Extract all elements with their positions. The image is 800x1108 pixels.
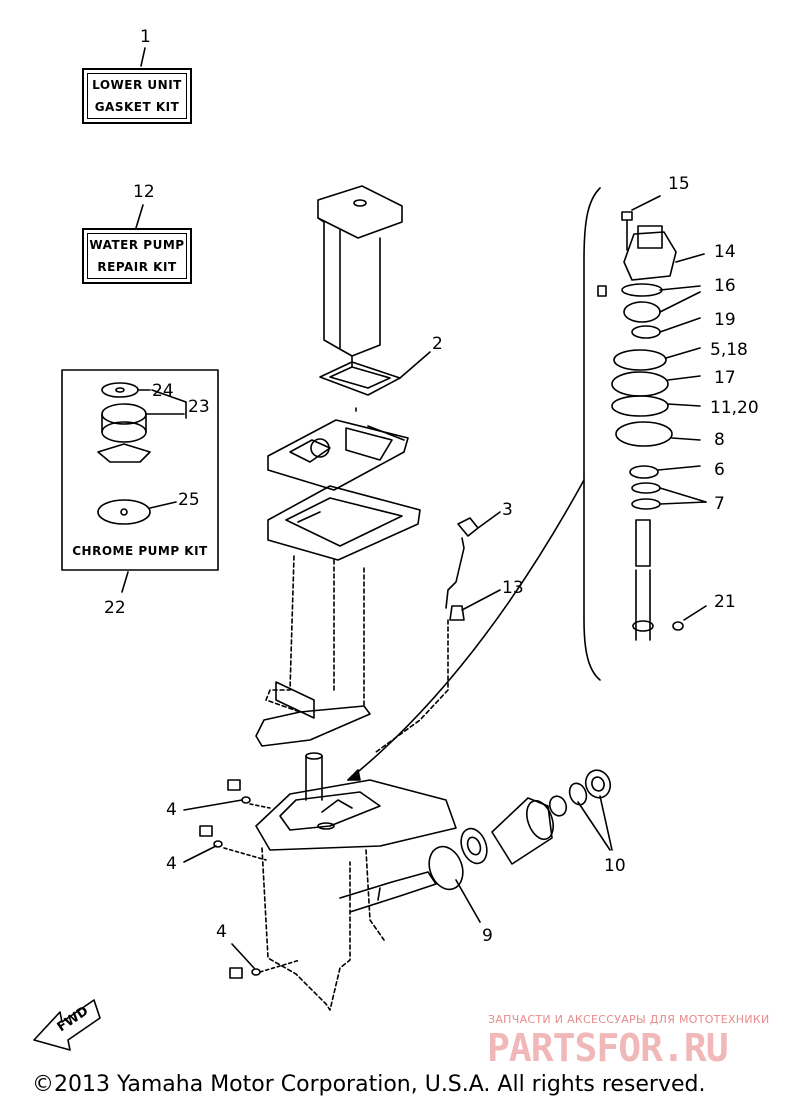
callout-17: 17 [714, 368, 736, 388]
gasket-plate-lower [267, 485, 421, 561]
callout-10: 10 [604, 856, 626, 876]
callout-3: 3 [502, 500, 513, 520]
propeller-shaft [339, 871, 437, 913]
water-pump-repair-kit-box: WATER PUMP REPAIR KIT [82, 228, 192, 284]
bolt-part-4 [183, 779, 301, 979]
lower-unit-kit-line2: GASKET KIT [94, 100, 180, 114]
watermark-logo: PARTSFOR.RU [487, 1026, 729, 1070]
callout-13: 13 [502, 578, 524, 598]
o-ring-part-9 [428, 845, 481, 923]
callout-21: 21 [714, 592, 736, 612]
callout-7: 7 [714, 494, 725, 514]
water-tube-part-3-13 [375, 511, 501, 753]
lower-casing [255, 779, 457, 1011]
callout-15: 15 [668, 174, 690, 194]
callout-4-lower: 4 [216, 922, 227, 942]
water-pump-kit-line1: WATER PUMP [89, 238, 185, 252]
callout-8: 8 [714, 430, 725, 450]
fwd-arrow-icon [33, 999, 101, 1051]
exhaust-tube [317, 185, 403, 367]
gasket-part-2 [319, 351, 431, 415]
chrome-pump-kit-label: CHROME PUMP KIT [72, 544, 208, 558]
callout-11-20: 11,20 [710, 398, 759, 418]
callout-24: 24 [152, 381, 174, 401]
callout-22: 22 [104, 598, 126, 618]
drive-shaft [305, 752, 323, 801]
callout-14: 14 [714, 242, 736, 262]
copyright-notice: ©2013 Yamaha Motor Corporation, U.S.A. A… [32, 1072, 706, 1097]
bearing-housing [460, 769, 613, 865]
water-pump-assembly [597, 195, 707, 641]
callout-16: 16 [714, 276, 736, 296]
gasket-plate-upper [267, 419, 409, 491]
pump-location-arrow [347, 479, 585, 781]
kit-leaders [121, 47, 146, 593]
callout-9: 9 [482, 926, 493, 946]
callout-5-18: 5,18 [710, 340, 748, 360]
water-pump-kit-line2: REPAIR KIT [97, 260, 177, 274]
callout-23: 23 [188, 397, 210, 417]
pump-group-bracket [583, 187, 601, 681]
callout-25: 25 [178, 490, 200, 510]
callout-1: 1 [140, 27, 151, 47]
chrome-pump-kit-parts [61, 369, 219, 571]
lower-unit-gasket-kit-box: LOWER UNIT GASKET KIT [82, 68, 192, 124]
callout-12: 12 [133, 182, 155, 202]
lower-unit-kit-line1: LOWER UNIT [92, 78, 182, 92]
callout-6: 6 [714, 460, 725, 480]
watermark-tagline: ЗАПЧАСТИ И АКСЕССУАРЫ ДЛЯ МОТОТЕХНИКИ [488, 1013, 770, 1026]
callout-4-upper: 4 [166, 800, 177, 820]
callout-2: 2 [432, 334, 443, 354]
callout-4-middle: 4 [166, 854, 177, 874]
drive-shaft-housing [255, 555, 371, 747]
callout-19: 19 [714, 310, 736, 330]
